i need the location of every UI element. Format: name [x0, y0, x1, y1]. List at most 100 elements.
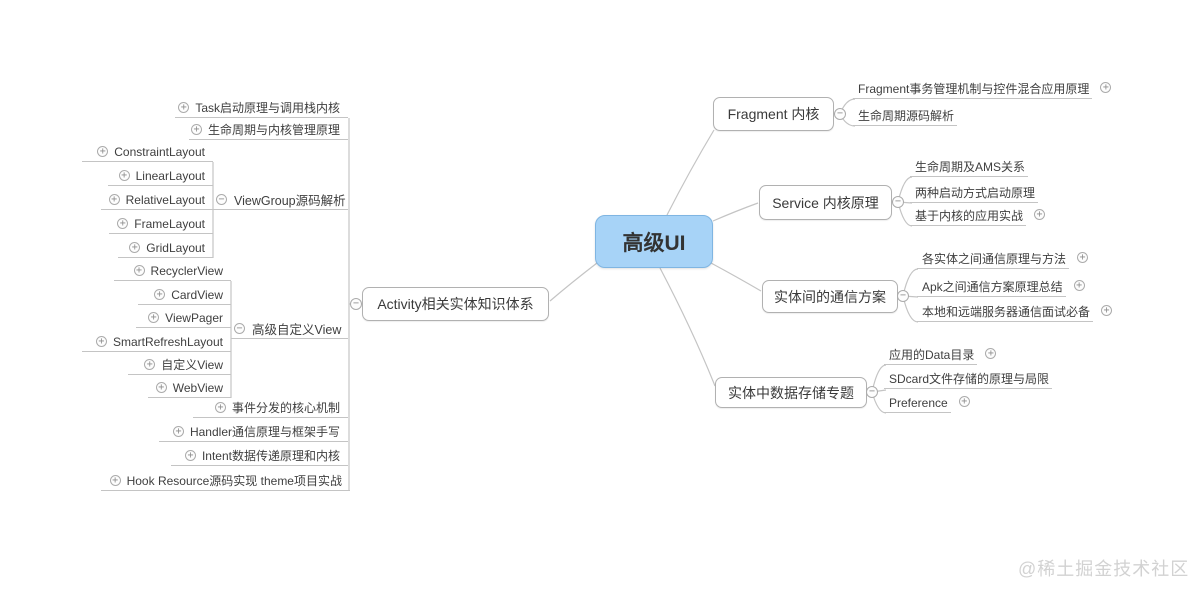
node-label: Preference — [889, 395, 948, 410]
expand-icon[interactable]: + — [190, 124, 202, 135]
node-label: Intent数据传递原理和内核 — [201, 449, 340, 463]
collapse-icon-fragment[interactable]: − — [834, 108, 846, 120]
topic-fragment-label: Fragment 内核 — [727, 106, 820, 122]
node-service-start-modes[interactable]: 两种启动方式启动原理 — [910, 183, 1039, 203]
node-label: 生命周期源码解析 — [858, 109, 955, 123]
node-label: ConstraintLayout — [114, 144, 205, 159]
node-relativelayout[interactable]: + RelativeLayout — [101, 190, 213, 210]
node-label: Hook Resource源码实现 theme项目实战 — [126, 474, 342, 488]
expand-icon[interactable]: + — [178, 102, 190, 113]
expand-icon[interactable]: + — [1034, 209, 1046, 220]
topic-activity[interactable]: Activity相关实体知识体系 — [362, 287, 549, 321]
expand-icon[interactable]: + — [108, 194, 120, 205]
expand-icon[interactable]: + — [1100, 82, 1112, 93]
node-event-dispatch[interactable]: + 事件分发的核心机制 — [193, 398, 348, 418]
expand-icon[interactable]: + — [1077, 252, 1089, 263]
node-fragment-lifecycle[interactable]: 生命周期源码解析 — [853, 106, 958, 126]
node-label: 高级自定义View — [252, 323, 342, 337]
node-label: GridLayout — [146, 240, 205, 255]
expand-icon[interactable]: + — [144, 359, 156, 370]
node-comm-methods[interactable]: 各实体之间通信原理与方法 + — [917, 249, 1089, 269]
node-comm-apk[interactable]: Apk之间通信方案原理总结 + — [917, 277, 1085, 297]
node-label: 应用的Data目录 — [889, 348, 975, 362]
collapse-icon-communication[interactable]: − — [897, 290, 909, 302]
expand-icon[interactable]: + — [129, 242, 141, 253]
node-label: Task启动原理与调用栈内核 — [195, 101, 340, 115]
expand-icon[interactable]: + — [117, 218, 129, 229]
node-label: 基于内核的应用实战 — [915, 209, 1024, 223]
expand-icon[interactable]: + — [184, 450, 196, 461]
expand-icon[interactable]: + — [1073, 280, 1085, 291]
node-handler[interactable]: + Handler通信原理与框架手写 — [159, 422, 348, 442]
node-storage-preference[interactable]: Preference + — [884, 393, 970, 413]
node-smartrefreshlayout[interactable]: + SmartRefreshLayout — [82, 332, 231, 352]
node-recyclerview[interactable]: + RecyclerView — [114, 261, 231, 281]
collapse-icon-activity[interactable]: − — [350, 298, 362, 310]
collapse-icon-service[interactable]: − — [892, 196, 904, 208]
node-comm-server[interactable]: 本地和远端服务器通信面试必备 + — [917, 302, 1113, 322]
expand-icon[interactable]: + — [214, 402, 226, 413]
expand-icon[interactable]: + — [95, 336, 107, 347]
node-label: RelativeLayout — [125, 192, 205, 207]
topic-fragment[interactable]: Fragment 内核 — [713, 97, 834, 131]
topic-communication[interactable]: 实体间的通信方案 — [762, 280, 898, 313]
node-storage-sdcard[interactable]: SDcard文件存储的原理与局限 — [884, 369, 1053, 389]
node-label: FrameLayout — [134, 216, 205, 231]
topic-communication-label: 实体间的通信方案 — [774, 288, 886, 305]
expand-icon[interactable]: + — [1101, 305, 1113, 316]
node-framelayout[interactable]: + FrameLayout — [109, 214, 213, 234]
collapse-icon-storage[interactable]: − — [866, 386, 878, 398]
node-label: 本地和远端服务器通信面试必备 — [922, 305, 1091, 319]
node-constraintlayout[interactable]: + ConstraintLayout — [82, 142, 213, 162]
node-service-lifecycle-ams[interactable]: 生命周期及AMS关系 — [910, 157, 1029, 177]
node-fragment-transaction[interactable]: Fragment事务管理机制与控件混合应用原理 + — [853, 79, 1112, 99]
topic-activity-label: Activity相关实体知识体系 — [377, 296, 534, 312]
node-label: Apk之间通信方案原理总结 — [922, 280, 1063, 294]
node-label: 各实体之间通信原理与方法 — [922, 252, 1067, 266]
expand-icon[interactable]: + — [155, 382, 167, 393]
node-label: CardView — [171, 287, 223, 302]
expand-icon[interactable]: + — [148, 312, 160, 323]
node-gridlayout[interactable]: + GridLayout — [118, 238, 213, 258]
node-webview[interactable]: + WebView — [148, 378, 231, 398]
expand-icon[interactable]: + — [109, 475, 121, 486]
node-label: ViewGroup源码解析 — [234, 194, 346, 208]
node-task-launch[interactable]: + Task启动原理与调用栈内核 — [175, 98, 348, 118]
node-advanced-custom-view[interactable]: − 高级自定义View — [231, 319, 348, 339]
collapse-icon[interactable]: − — [234, 323, 245, 334]
node-storage-data-dir[interactable]: 应用的Data目录 + — [884, 345, 997, 365]
topic-storage[interactable]: 实体中数据存储专题 — [715, 377, 867, 408]
node-label: LinearLayout — [135, 168, 205, 183]
topic-service[interactable]: Service 内核原理 — [759, 185, 892, 220]
node-label: 事件分发的核心机制 — [231, 401, 340, 415]
expand-icon[interactable]: + — [97, 146, 109, 157]
node-intent[interactable]: + Intent数据传递原理和内核 — [171, 446, 348, 466]
node-label: 两种启动方式启动原理 — [915, 186, 1036, 200]
node-linearlayout[interactable]: + LinearLayout — [108, 166, 213, 186]
node-customview[interactable]: + 自定义View — [128, 355, 231, 375]
expand-icon[interactable]: + — [172, 426, 184, 437]
node-service-practice[interactable]: 基于内核的应用实战 + — [910, 206, 1046, 226]
node-label: 生命周期及AMS关系 — [915, 160, 1026, 174]
expand-icon[interactable]: + — [985, 348, 997, 359]
node-label: Fragment事务管理机制与控件混合应用原理 — [858, 82, 1090, 96]
node-viewpager[interactable]: + ViewPager — [136, 308, 231, 328]
node-label: Handler通信原理与框架手写 — [189, 425, 340, 439]
expand-icon[interactable]: + — [958, 396, 970, 407]
expand-icon[interactable]: + — [154, 289, 166, 300]
expand-icon[interactable]: + — [133, 265, 145, 276]
node-label: 自定义View — [161, 358, 223, 372]
node-lifecycle-mgmt[interactable]: + 生命周期与内核管理原理 — [189, 120, 348, 140]
node-cardview[interactable]: + CardView — [138, 285, 231, 305]
node-label: SmartRefreshLayout — [112, 334, 223, 349]
node-viewgroup-source[interactable]: − ViewGroup源码解析 — [213, 190, 348, 210]
node-hook-resource[interactable]: + Hook Resource源码实现 theme项目实战 — [101, 471, 350, 491]
expand-icon[interactable]: + — [118, 170, 130, 181]
node-label: ViewPager — [165, 310, 223, 325]
node-label: RecyclerView — [150, 263, 223, 278]
collapse-icon[interactable]: − — [216, 194, 227, 205]
root-topic[interactable]: 高级UI — [595, 215, 713, 268]
topic-storage-label: 实体中数据存储专题 — [728, 384, 854, 401]
topic-service-label: Service 内核原理 — [772, 194, 879, 211]
